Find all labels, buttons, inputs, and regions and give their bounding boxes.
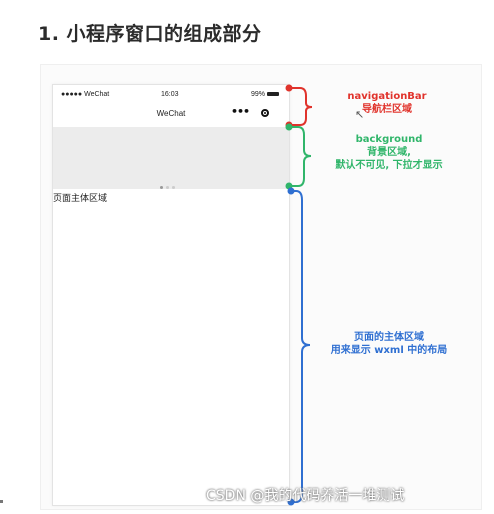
annotation-title: 页面的主体区域 [354, 332, 424, 343]
page-heading: 1. 小程序窗口的组成部分 [38, 23, 262, 45]
carrier-label: ●●●●● WeChat [61, 91, 110, 98]
annotation-text: 用来显示 wxml 中的布局 [330, 345, 448, 356]
nav-title: WeChat [156, 109, 186, 118]
loading-dots-icon [160, 174, 178, 193]
annotation-text: 默认不可见, 下拉才显示 [335, 160, 443, 171]
status-time: 16:03 [161, 91, 179, 98]
edge-mark [0, 500, 3, 503]
mouse-cursor-icon: ↖ [355, 108, 365, 121]
status-bar: ●●●●● WeChat 16:03 99% [53, 85, 289, 103]
phone-mockup: ●●●●● WeChat 16:03 99% WeChat ••• 页面主体区域 [52, 84, 290, 506]
annotation-text: 导航栏区域 [362, 104, 412, 115]
navigation-bar-annotation: navigationBar 导航栏区域 [322, 90, 452, 116]
annotation-title: navigationBar [347, 91, 427, 102]
battery-percent: 99% [251, 91, 266, 98]
green-bracket-icon [285, 123, 312, 190]
background-annotation: background 背景区域, 默认不可见, 下拉才显示 [314, 133, 464, 172]
main-area-label: 页面主体区域 [53, 194, 108, 204]
battery-icon [267, 92, 279, 96]
close-capsule-icon[interactable] [261, 109, 269, 117]
watermark: CSDN @我的代码养活一堆测试 [206, 488, 405, 504]
page-body-annotation: 页面的主体区域 用来显示 wxml 中的布局 [316, 331, 462, 357]
annotation-text: 背景区域, [367, 147, 411, 158]
blue-bracket-icon [287, 187, 311, 506]
more-icon[interactable]: ••• [231, 105, 250, 118]
red-bracket-icon [285, 84, 313, 129]
background-area [53, 127, 289, 189]
annotation-title: background [355, 134, 423, 145]
